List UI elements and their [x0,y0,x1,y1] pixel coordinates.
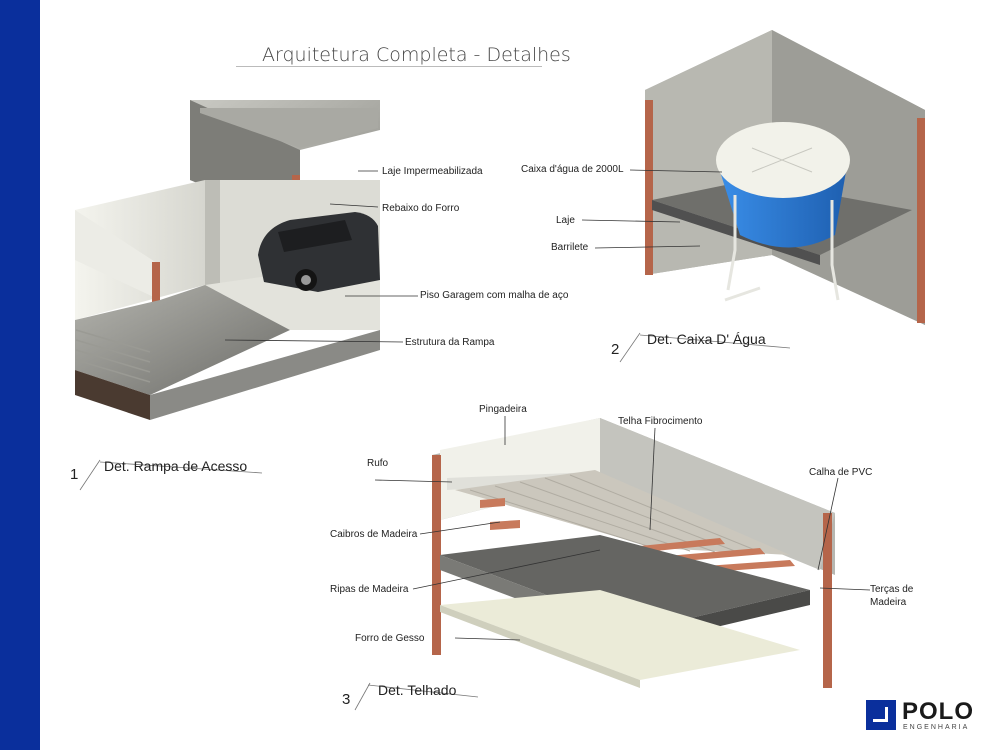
logo-subtitle: ENGENHARIA [903,724,970,731]
detail-3-caption: Det. Telhado [378,682,457,698]
label-barrilete: Barrilete [551,242,589,253]
label-laje: Laje [556,215,575,226]
detail-3-number: 3 [342,691,351,708]
polo-engenharia-logo: POLO ENGENHARIA [866,698,976,736]
page-title: Arquitetura Completa - Detalhes [262,44,571,66]
label-telha-fibrocimento: Telha Fibrocimento [618,416,703,427]
water-tank-detail-drawing [581,30,925,363]
label-forro-gesso: Forro de Gesso [355,633,425,644]
detail-2-number: 2 [611,341,620,358]
logo-name: POLO [902,698,975,725]
label-laje-impermeabilizada: Laje Impermeabilizada [382,166,483,177]
detail-1-number: 1 [70,466,79,483]
label-ripas-madeira: Ripas de Madeira [330,584,409,595]
label-rebaixo-forro: Rebaixo do Forro [382,203,460,214]
roof-detail-drawing [354,416,871,711]
label-tercas-madeira-line1: Terças de [870,584,914,595]
label-piso-garagem: Piso Garagem com malha de aço [420,290,569,301]
label-calha-pvc: Calha de PVC [809,467,873,478]
label-caixa-dagua: Caixa d'água de 2000L [521,164,624,175]
title-underline [236,66,542,67]
logo-mark-icon [866,700,896,730]
detail-1-caption: Det. Rampa de Acesso [104,458,248,474]
ramp-detail-drawing [75,100,418,491]
blue-sidebar [0,0,40,750]
detail-2-caption: Det. Caixa D' Água [647,331,766,347]
label-caibros-madeira: Caibros de Madeira [330,529,418,540]
label-tercas-madeira-line2: Madeira [870,597,907,608]
label-rufo: Rufo [367,458,389,469]
label-estrutura-rampa: Estrutura da Rampa [405,337,495,348]
label-pingadeira: Pingadeira [479,404,527,415]
